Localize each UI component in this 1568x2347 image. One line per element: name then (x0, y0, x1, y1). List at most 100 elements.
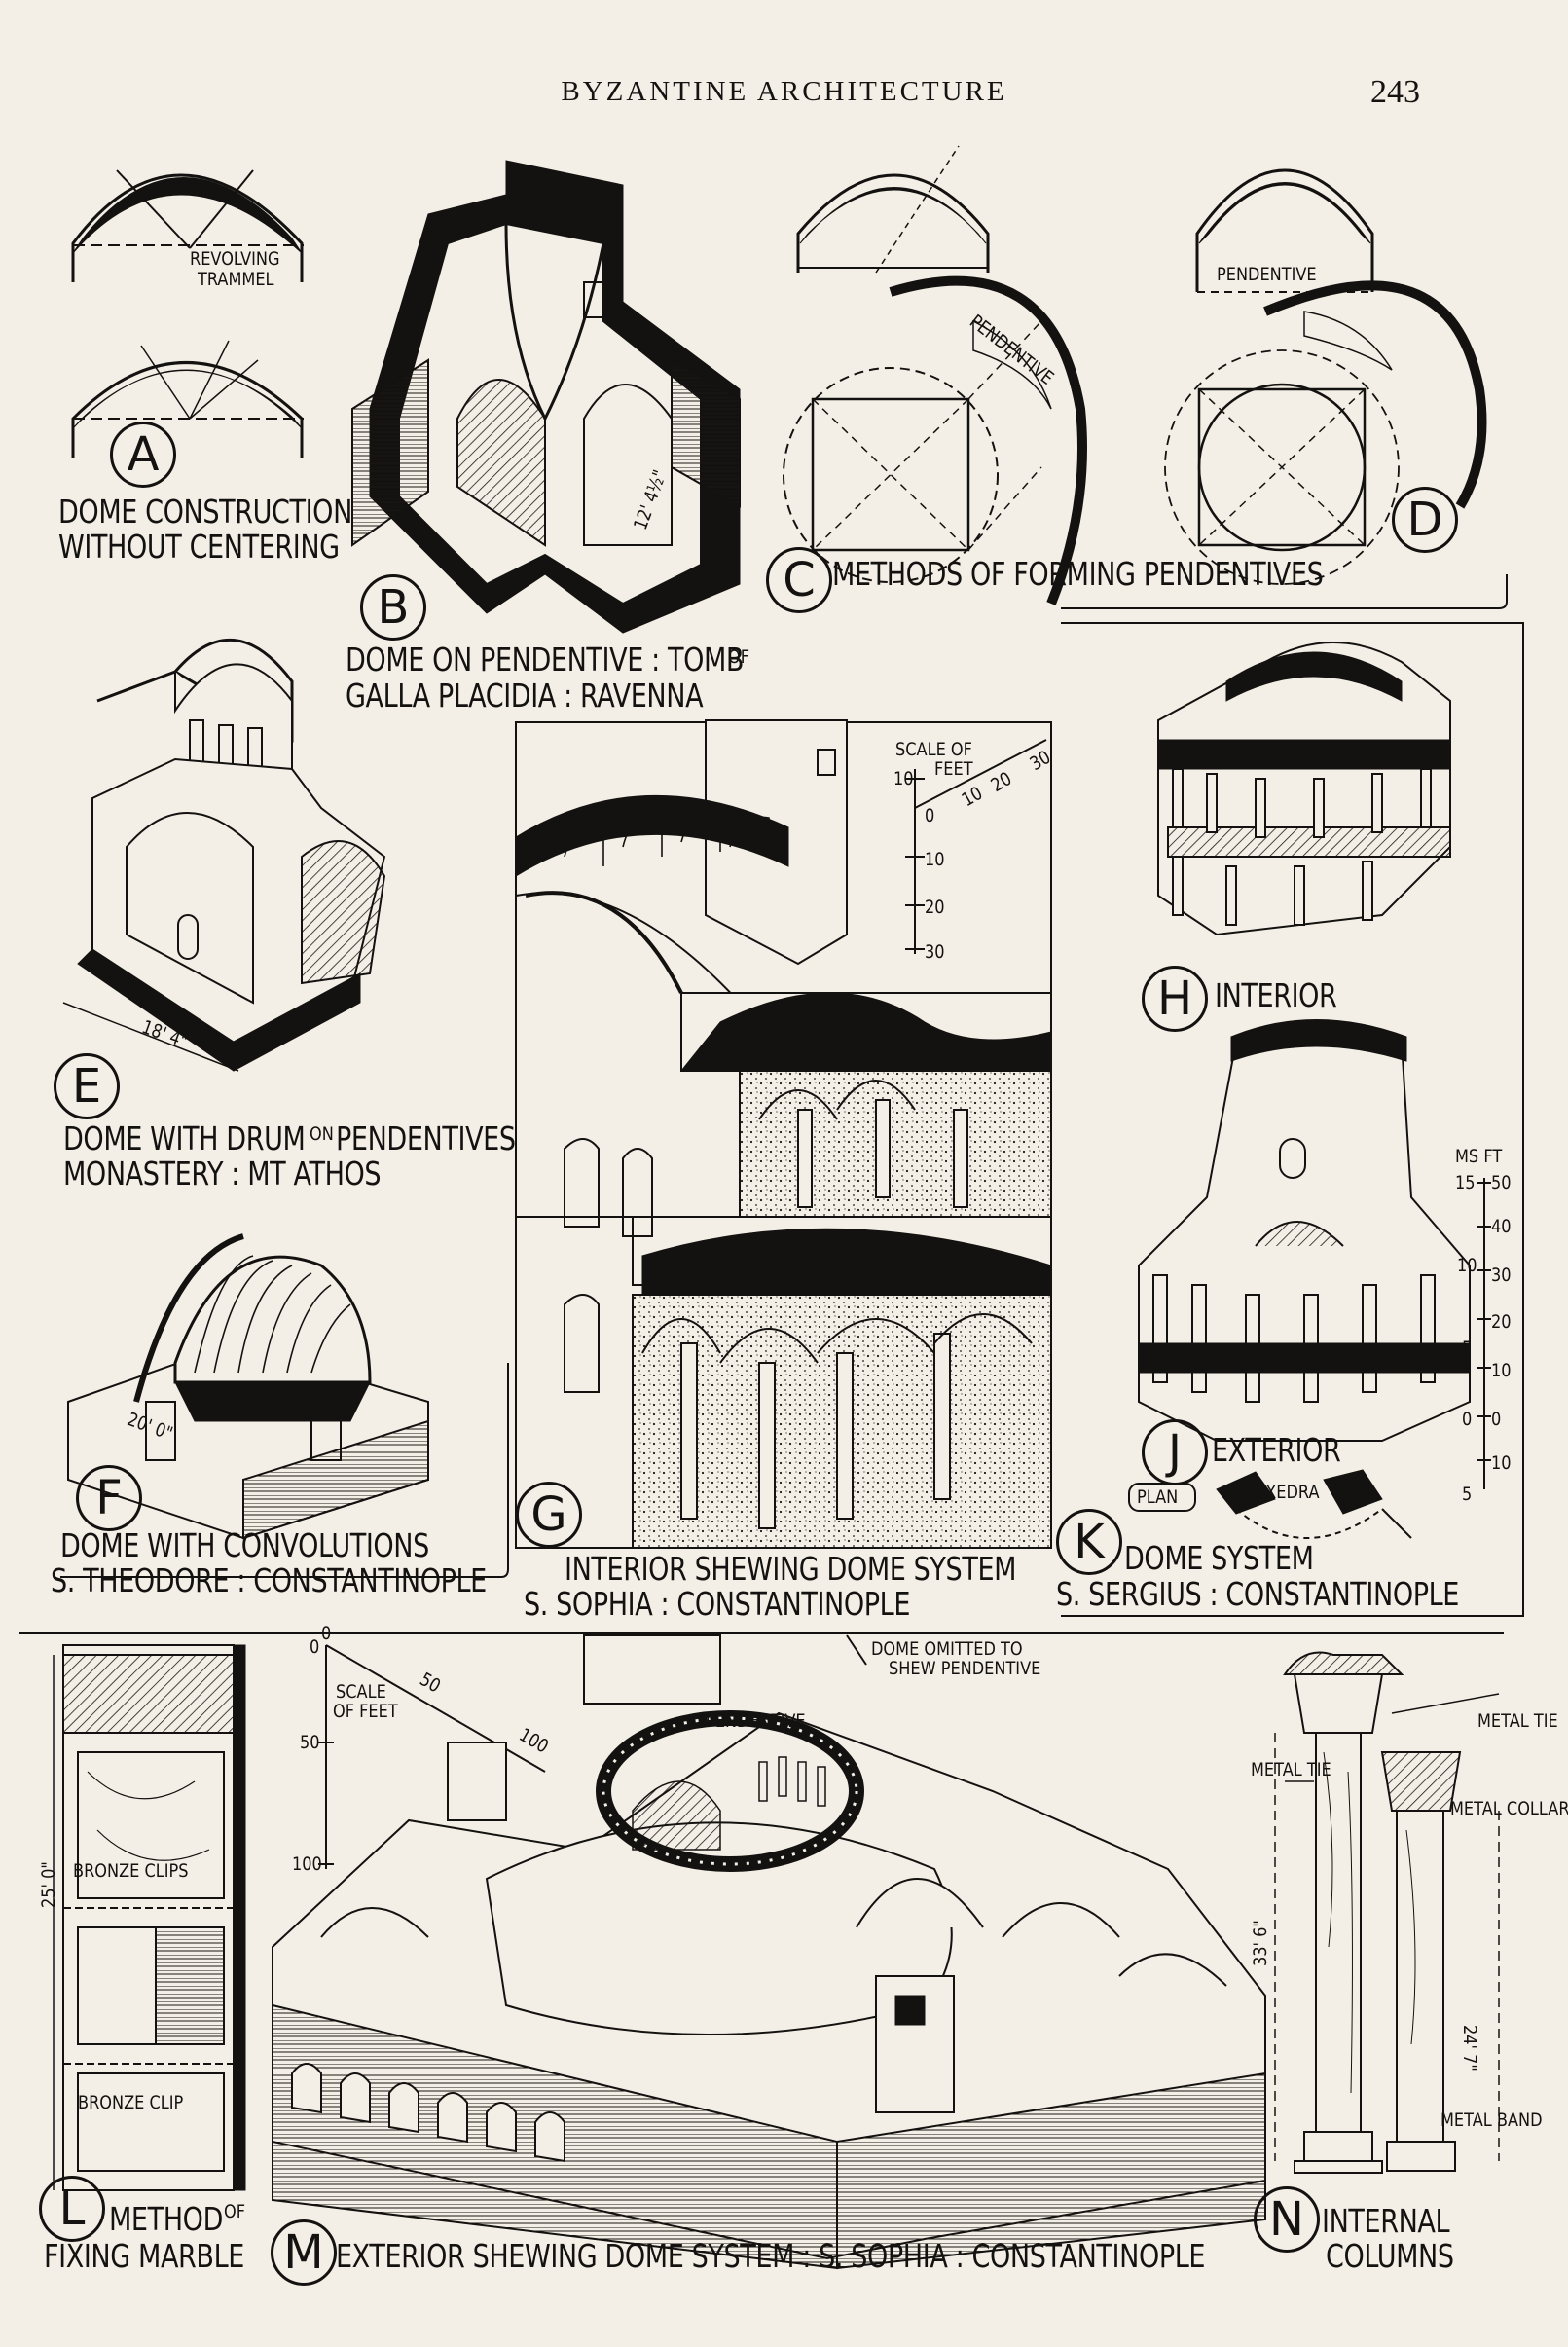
label-N-dim-2: 24' 7" (1459, 2025, 1480, 2072)
figure-label-L: L (39, 2176, 105, 2242)
figure-M-drawing (272, 1634, 1266, 2270)
figure-label-K: K (1056, 1509, 1122, 1575)
caption-L-line2: FIXING MARBLE (44, 2237, 244, 2275)
caption-B-line2: GALLA PLACIDIA : RAVENNA (346, 677, 704, 715)
caption-B-line1: DOME ON PENDENTIVE : TOMB (346, 641, 745, 678)
label-D-pendentive: PENDENTIVE (1217, 264, 1317, 285)
figure-E-drawing (62, 638, 386, 1072)
figure-label-E: E (54, 1053, 120, 1119)
figure-A-drawing (71, 169, 304, 458)
label-G-scale-2: FEET (934, 758, 973, 780)
caption-B-of: OF (728, 646, 750, 668)
label-M-scale-v-2: 100 (292, 1853, 322, 1875)
caption-A-line1: DOME CONSTRUCTION (58, 493, 352, 531)
label-J-scale-r-4: 10 (1491, 1360, 1512, 1381)
figure-label-D: D (1392, 487, 1458, 553)
figure-N-drawing (1274, 1651, 1500, 2174)
figure-H-drawing (1157, 642, 1451, 936)
caption-E-line1b: PENDENTIVES (336, 1119, 516, 1157)
running-head: BYZANTINE ARCHITECTURE (561, 76, 1007, 107)
caption-G-line2: S. SOPHIA : CONSTANTINOPLE (524, 1585, 911, 1623)
label-J-scale-head: MS FT (1455, 1146, 1503, 1167)
frame-HJK (1061, 622, 1524, 1617)
label-J-scale-r-3: 20 (1491, 1311, 1512, 1333)
label-G-scale-tick-0: 10 (893, 768, 914, 789)
caption-K-line2: S. SERGIUS : CONSTANTINOPLE (1056, 1575, 1459, 1613)
figure-label-G: G (516, 1482, 582, 1548)
figure-B-drawing (351, 160, 741, 634)
caption-H: INTERIOR (1215, 976, 1337, 1014)
label-L-dimension: 25' 0" (38, 1861, 59, 1908)
page-number: 243 (1370, 74, 1420, 110)
label-G-scale-v-2: 20 (925, 897, 945, 918)
figure-label-N: N (1254, 2186, 1320, 2253)
label-J-scale-l-3: 0 (1462, 1409, 1473, 1430)
label-K-exedra: EXEDRA (1256, 1482, 1320, 1503)
figure-C-drawing (783, 145, 1087, 605)
figure-label-C: C (766, 547, 832, 613)
label-M-note-1: DOME OMITTED TO (871, 1638, 1023, 1660)
figure-L-drawing (53, 1644, 246, 2191)
caption-E-line1: DOME WITH DRUM (63, 1119, 306, 1157)
caption-J: EXTERIOR (1212, 1431, 1341, 1469)
frame-E-F (60, 1363, 509, 1578)
label-A-trammel-2: TRAMMEL (198, 269, 274, 290)
label-G-scale-v-1: 10 (925, 849, 945, 870)
label-A-trammel-1: REVOLVING (190, 248, 280, 270)
label-K-plan: PLAN (1137, 1486, 1179, 1508)
figure-label-M: M (271, 2219, 337, 2286)
label-L-clips-2: BRONZE CLIP (78, 2092, 184, 2113)
caption-F-line2: S. THEODORE : CONSTANTINOPLE (51, 1561, 487, 1599)
label-N-tie-left: METAL TIE (1251, 1759, 1331, 1780)
label-M-scale-v-1: 50 (300, 1732, 320, 1753)
figure-label-B: B (360, 574, 426, 641)
label-N-band: METAL BAND (1440, 2109, 1543, 2131)
label-G-scale-tick-1: 0 (925, 805, 935, 826)
figure-F-drawing (67, 1233, 429, 1540)
caption-E-on: ON (310, 1123, 334, 1145)
label-M-scale-tick-0: 0 (321, 1623, 332, 1644)
label-N-tie-right: METAL TIE (1477, 1710, 1558, 1732)
caption-C: METHODS OF FORMING PENDENTIVES (832, 555, 1324, 593)
figure-D-drawing (1164, 168, 1487, 585)
label-M-note-2: SHEW PENDENTIVE (889, 1658, 1041, 1679)
caption-G-line1: INTERIOR SHEWING DOME SYSTEM (565, 1550, 1017, 1588)
label-N-dim-1: 33' 6" (1250, 1920, 1271, 1966)
figure-K-drawing (1128, 1469, 1412, 1539)
caption-F-line1: DOME WITH CONVOLUTIONS (60, 1526, 429, 1564)
caption-A-line2: WITHOUT CENTERING (58, 528, 340, 566)
caption-L-of: OF (224, 2201, 246, 2222)
label-J-scale-r-2: 30 (1491, 1265, 1512, 1286)
caption-N-line2: COLUMNS (1326, 2237, 1454, 2275)
figure-label-H: H (1142, 966, 1208, 1032)
label-J-scale-r-1: 40 (1491, 1216, 1512, 1237)
label-J-scale-l-1: 10 (1457, 1255, 1477, 1276)
label-J-scale-l-2: 5 (1462, 1338, 1473, 1359)
label-N-collar: METAL COLLAR (1450, 1798, 1568, 1819)
frame-top (1061, 574, 1508, 609)
caption-L-line1: METHOD (109, 2200, 224, 2238)
label-M-scale-v-0: 0 (310, 1636, 320, 1658)
label-J-scale-l-4: 5 (1462, 1484, 1473, 1505)
caption-E-line2: MONASTERY : MT ATHOS (63, 1155, 382, 1192)
figure-label-J: J (1142, 1419, 1208, 1485)
label-J-scale-r-6: 10 (1491, 1452, 1512, 1474)
label-G-scale-v-3: 30 (925, 941, 945, 963)
figure-J-drawing (1138, 1019, 1491, 1489)
figure-label-F: F (76, 1465, 142, 1531)
figure-G-drawing (515, 719, 1052, 1549)
caption-M: EXTERIOR SHEWING DOME SYSTEM : S. SOPHIA… (336, 2237, 1206, 2275)
label-M-scale-2: OF FEET (333, 1701, 398, 1722)
label-J-scale-l-0: 15 (1455, 1172, 1476, 1193)
label-M-scale-1: SCALE (336, 1681, 386, 1703)
label-J-scale-r-5: 0 (1491, 1409, 1502, 1430)
figure-label-A: A (110, 422, 176, 488)
caption-K-line1: DOME SYSTEM (1124, 1539, 1314, 1577)
caption-N-line1: INTERNAL (1322, 2202, 1450, 2240)
label-L-clips-1: BRONZE CLIPS (73, 1860, 189, 1882)
label-M-pendentive: PENDENTIVE (706, 1710, 806, 1732)
label-J-scale-r-0: 50 (1491, 1172, 1512, 1193)
label-G-scale-1: SCALE OF (895, 739, 972, 760)
